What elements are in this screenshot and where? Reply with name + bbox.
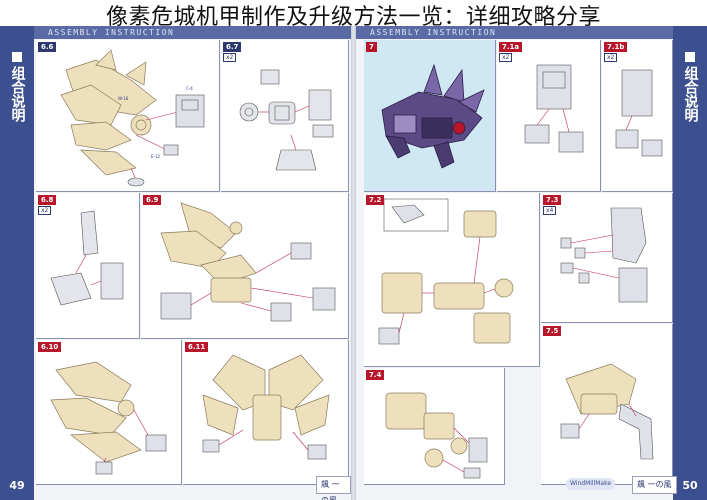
svg-text:C-4: C-4: [186, 86, 193, 91]
step-7-2: 7.2: [364, 193, 540, 367]
step-label: 7.4: [366, 370, 385, 380]
step-label: 6.7: [223, 42, 242, 52]
step-6-6: 6.6: [36, 40, 220, 192]
step-6-11-illustration: [202, 354, 330, 460]
left-header-band: ASSEMBLY INSTRUCTION: [34, 26, 351, 39]
quantity-badge: x4: [543, 206, 557, 215]
step-label: 7.1a: [499, 42, 523, 52]
left-page-number: 49: [9, 479, 25, 492]
step-6-9-illustration: [160, 202, 336, 322]
step-7-3-illustration: [560, 207, 648, 303]
step-7-2-illustration: [378, 198, 514, 345]
step-label: 6.11: [185, 342, 209, 352]
step-6-7-illustration: [239, 69, 334, 171]
step-7-1a: 7.1a x2: [497, 40, 601, 192]
left-brand-logo: 飆 一の風: [316, 476, 351, 500]
step-7-3: 7.3 x4: [541, 193, 673, 323]
step-label: 6.9: [143, 195, 162, 205]
left-side-label: 组合说明: [0, 52, 34, 122]
step-7-1b-illustration: [615, 69, 663, 157]
step-7: 7: [364, 40, 496, 192]
step-6-10-illustration: [50, 361, 167, 475]
book-gutter: [351, 26, 356, 500]
step-label: 7.1b: [604, 42, 628, 52]
right-side-label: 组合说明: [673, 52, 707, 122]
step-6-6-illustration: W-16E-12 C-4: [60, 49, 205, 187]
page-title: 像素危城机甲制作及升级方法一览：详细攻略分享: [105, 5, 601, 30]
step-7-4-illustration: [385, 392, 488, 479]
step-7-1a-illustration: [524, 64, 584, 153]
step-label: 7.2: [366, 195, 385, 205]
step-6-9: 6.9: [141, 193, 349, 339]
quantity-badge: x2: [604, 53, 618, 62]
right-sidebar: 组合说明 50: [673, 26, 707, 500]
step-6-7: 6.7 x2: [221, 40, 349, 192]
step-7-4: 7.4: [364, 368, 505, 485]
step-7-5: 7.5: [541, 324, 673, 485]
quantity-badge: x2: [499, 53, 513, 62]
step-6-11: 6.11: [183, 340, 349, 485]
step-label: 7.5: [543, 326, 562, 336]
step-6-8: 6.8 x2: [36, 193, 140, 339]
step-7-1b: 7.1b x2: [602, 40, 673, 192]
left-page: 组合说明 49 ASSEMBLY INSTRUCTION 6.6: [0, 26, 351, 500]
step-7-5-illustration: [560, 363, 654, 460]
manual-spread: 组合说明 49 ASSEMBLY INSTRUCTION 6.6: [0, 26, 707, 500]
quantity-badge: x2: [38, 206, 52, 215]
step-label: 6.8: [38, 195, 57, 205]
right-page-number: 50: [682, 479, 698, 492]
quantity-badge: x2: [223, 53, 237, 62]
svg-text:W-16: W-16: [118, 96, 129, 101]
right-page: 组合说明 50 ASSEMBLY INSTRUCTION 7: [356, 26, 707, 500]
step-6-10: 6.10: [36, 340, 182, 485]
step-label: 6.6: [38, 42, 57, 52]
step-label: 7: [366, 42, 377, 52]
left-sidebar: 组合说明 49: [0, 26, 34, 500]
svg-text:E-12: E-12: [151, 154, 161, 159]
right-brand-logo: 飆 一の風: [632, 476, 677, 494]
step-label: 7.3: [543, 195, 562, 205]
step-6-8-illustration: [50, 210, 124, 306]
right-header-band: ASSEMBLY INSTRUCTION: [356, 26, 673, 39]
brand-tag: WindMillMake: [566, 478, 616, 490]
step-7-mech-render: [381, 63, 485, 169]
step-label: 6.10: [38, 342, 62, 352]
